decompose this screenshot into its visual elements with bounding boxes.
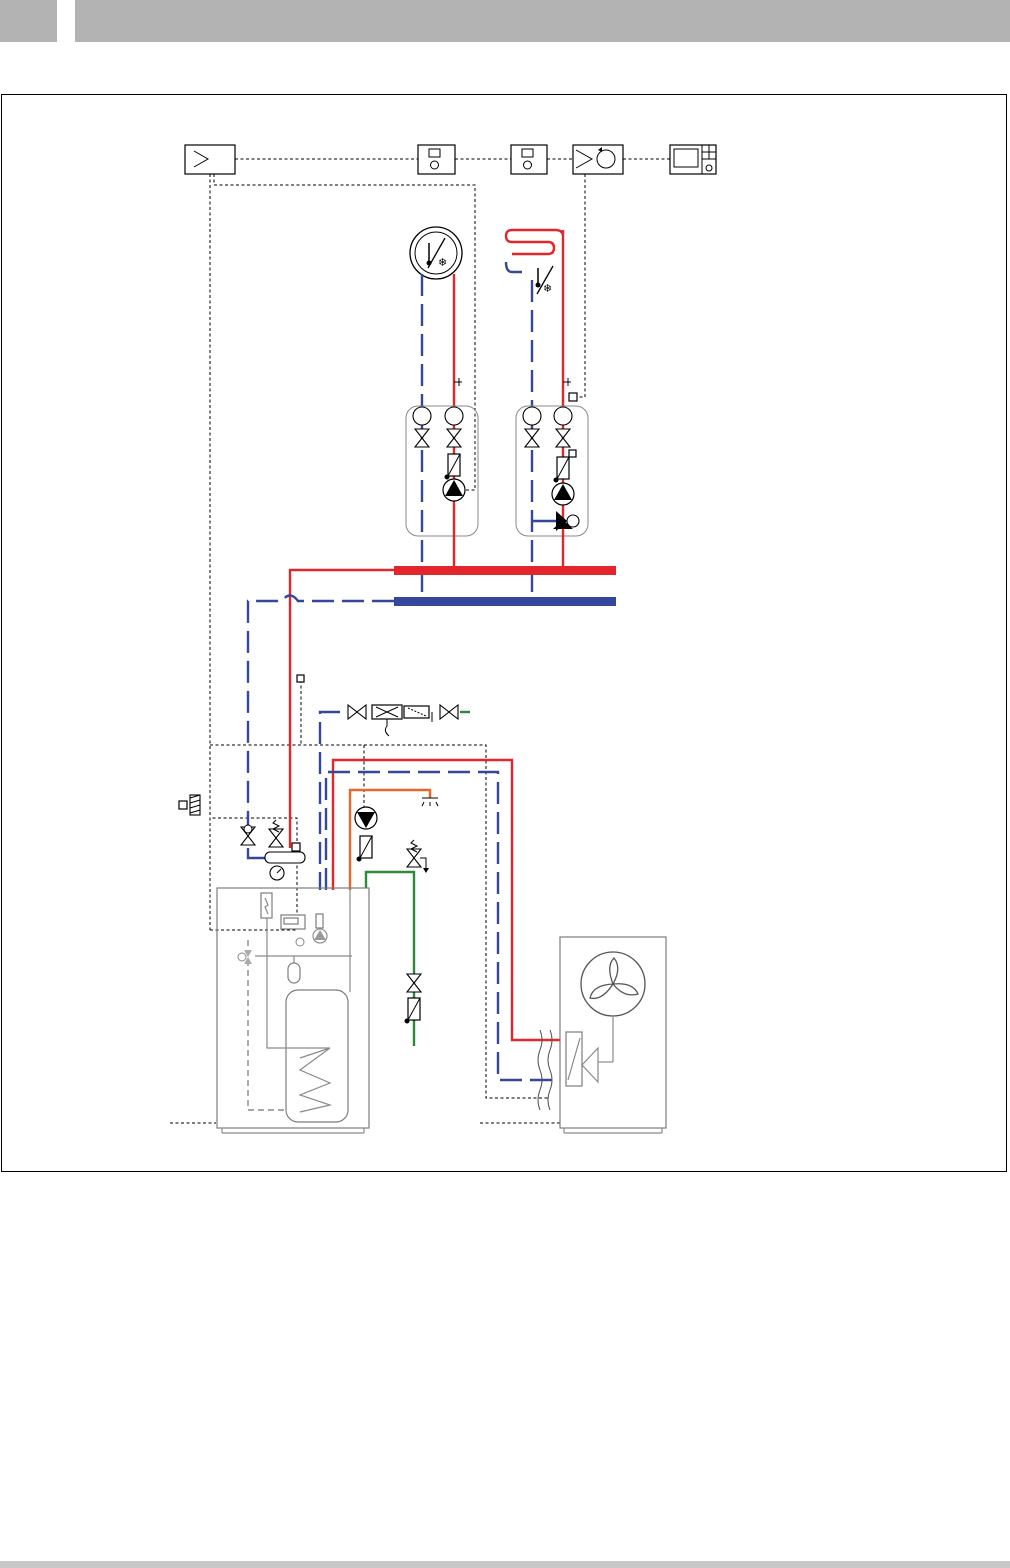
control-bus bbox=[185, 145, 716, 174]
underfloor-heating-loop-icon: ❄ bbox=[506, 230, 563, 295]
domestic-hot-water bbox=[326, 760, 560, 1080]
remote-display-icon bbox=[670, 145, 716, 174]
manifold bbox=[248, 566, 616, 848]
svg-text:❄: ❄ bbox=[438, 256, 447, 269]
outdoor-heat-pump-unit bbox=[538, 937, 666, 1133]
control-wiring bbox=[170, 174, 585, 1123]
indoor-unit-with-cylinder bbox=[217, 888, 369, 1133]
svg-text:❄: ❄ bbox=[543, 282, 552, 295]
fan-coil-unit-icon: ❄ bbox=[410, 227, 462, 279]
system-controller-icon bbox=[185, 145, 235, 174]
mixer-module-icon bbox=[573, 145, 623, 174]
room-controller-2-icon bbox=[511, 145, 547, 174]
room-controller-1-icon bbox=[418, 145, 455, 174]
cold-water-inlet bbox=[320, 705, 470, 890]
safety-group bbox=[179, 795, 305, 880]
